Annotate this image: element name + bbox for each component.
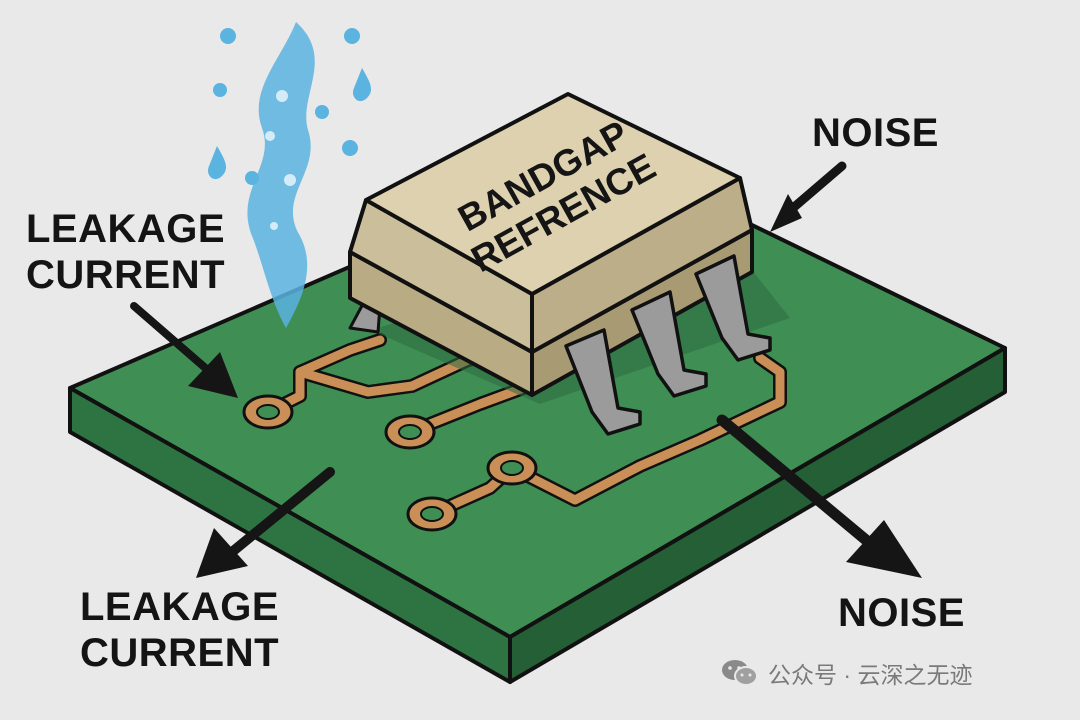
noise-label-bottom: NOISE <box>838 590 965 636</box>
chip-top-face <box>364 92 742 296</box>
chip-pin-1 <box>564 328 642 436</box>
pcb-right-side <box>508 346 1007 684</box>
arrow-noise-bottom <box>716 414 922 578</box>
leakage-current-label-bottom: LEAKAGE CURRENT <box>80 584 279 676</box>
noise-bottom-text: NOISE <box>838 591 965 635</box>
chip-pin-3 <box>694 254 772 362</box>
watermark-text: 公众号 · 云深之无迹 <box>768 662 973 688</box>
leakage-top-line1: LEAKAGE <box>26 207 226 251</box>
bandgap-reference-chip: BANDGAP REFRENCE <box>348 92 754 397</box>
noise-label-top: NOISE <box>812 110 939 156</box>
moisture-drops <box>208 22 372 328</box>
leakage-current-label-top: LEAKAGE CURRENT <box>26 206 225 298</box>
noise-top-text: NOISE <box>812 111 939 155</box>
leakage-bottom-line1: LEAKAGE <box>80 585 280 629</box>
watermark: 公众号 · 云深之无迹 <box>720 656 972 690</box>
wechat-icon <box>722 660 758 686</box>
chip-pin-2 <box>630 290 708 398</box>
water-stream <box>247 22 315 328</box>
solder-pads <box>242 394 538 532</box>
leakage-top-line2: CURRENT <box>26 253 226 297</box>
arrow-leakage-out <box>196 467 335 578</box>
arrow-leakage-in <box>130 302 238 398</box>
leakage-bottom-line2: CURRENT <box>80 631 280 675</box>
arrow-noise-top <box>770 161 847 232</box>
arrows <box>130 161 922 578</box>
chip-pins-front <box>564 254 772 436</box>
